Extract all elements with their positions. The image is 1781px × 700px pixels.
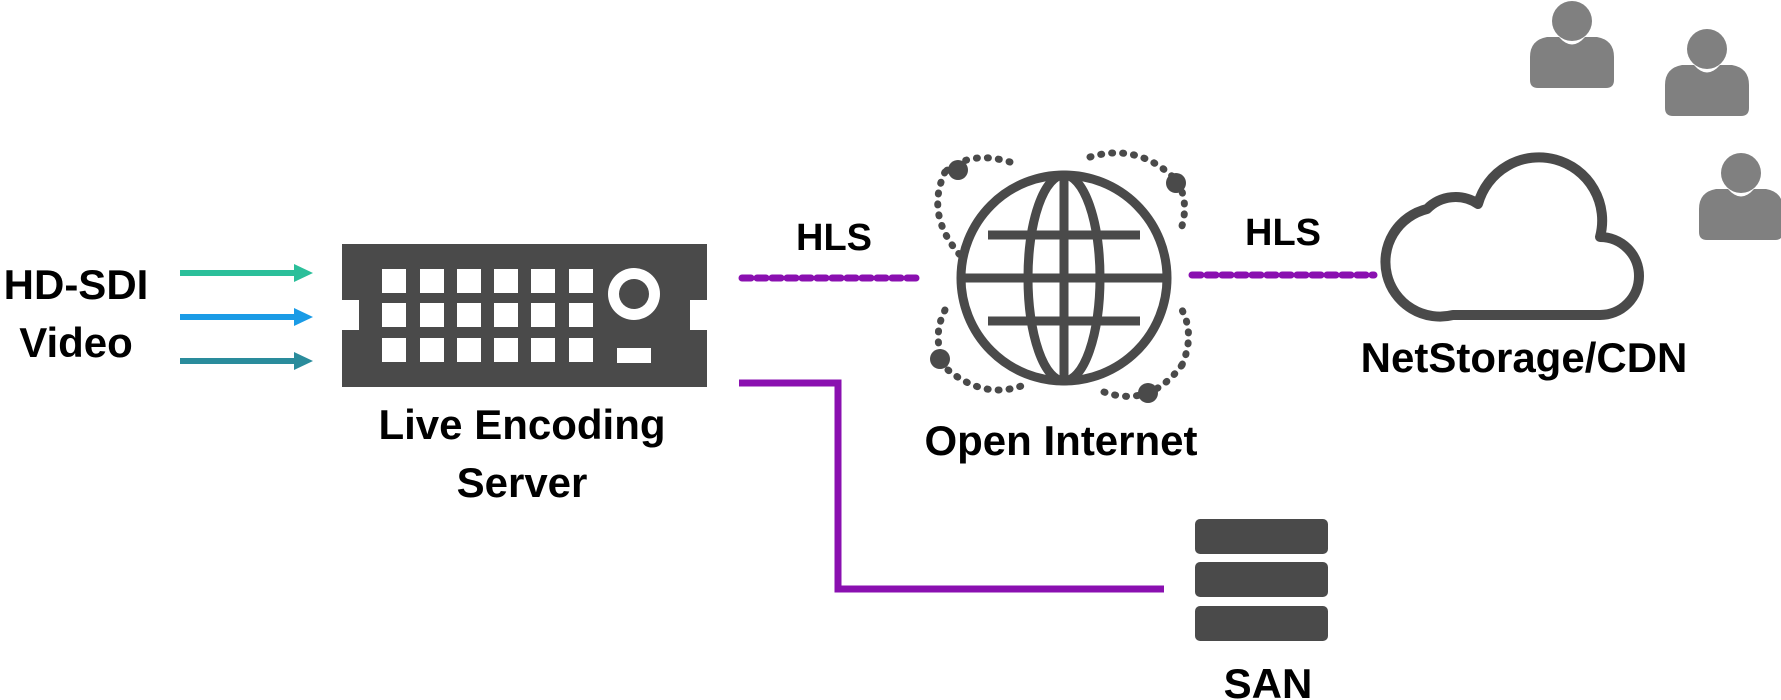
input-arrow-teal-icon <box>180 352 313 370</box>
san-label: SAN <box>1224 660 1313 700</box>
user-icon <box>1699 153 1781 240</box>
user-icon <box>1665 29 1749 116</box>
encoder-server-icon <box>342 244 707 387</box>
hls-label-right: HLS <box>1245 212 1321 254</box>
cloud-icon <box>1380 152 1644 322</box>
san-link <box>739 379 1164 593</box>
input-arrow-blue-icon <box>180 308 313 326</box>
hls-label-left: HLS <box>796 217 872 259</box>
storage-stack-icon <box>1195 519 1328 641</box>
internet-label: Open Internet <box>924 417 1197 464</box>
input-arrow-green-icon <box>180 264 313 282</box>
orbit-node-icon <box>930 160 1186 403</box>
encoder-label-line2: Server <box>457 459 588 506</box>
encoder-label-line1: Live Encoding <box>378 401 665 448</box>
input-label-line2: Video <box>19 319 133 366</box>
user-icon <box>1530 1 1614 88</box>
globe-icon <box>956 170 1172 386</box>
input-label-line1: HD-SDI <box>4 261 149 308</box>
cdn-label: NetStorage/CDN <box>1361 334 1688 381</box>
